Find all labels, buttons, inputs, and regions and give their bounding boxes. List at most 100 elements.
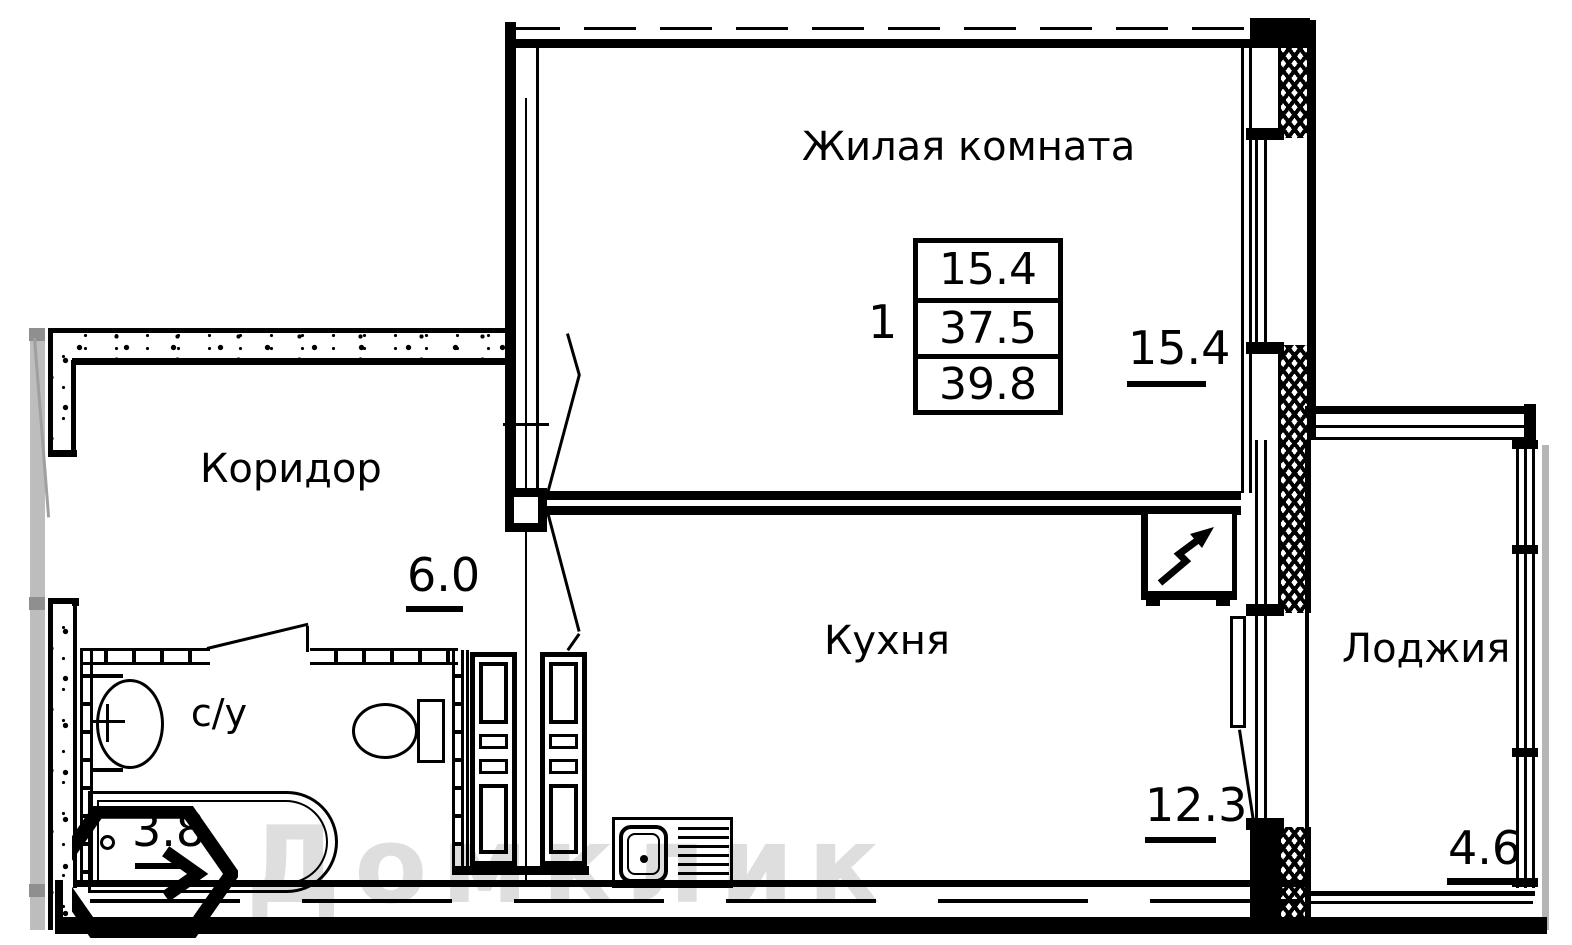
- kitchen-sink-inner: [627, 833, 660, 875]
- room-label-loggia: Лоджия: [1342, 626, 1511, 672]
- vent-shaft: [540, 652, 587, 866]
- stamp-table: 15.4 37.5 39.8: [913, 238, 1063, 415]
- kitchen-sink-icon: [619, 825, 668, 883]
- wall-insulation-dashes: [90, 899, 1300, 903]
- wall-segment: [1249, 45, 1252, 493]
- window-jamb: [1512, 878, 1538, 887]
- wall-segment: [1305, 440, 1309, 930]
- room-area-kitchen: 12.3: [1145, 778, 1248, 832]
- wall-segment: [452, 866, 589, 875]
- window-jamb: [1246, 604, 1284, 616]
- vent-shaft-cell: [549, 734, 578, 749]
- wall-segment: [1524, 404, 1536, 444]
- wall-segment: [48, 450, 77, 457]
- lightning-arrow-icon: [1157, 527, 1214, 586]
- wall-segment: [48, 598, 53, 930]
- window-jamb: [1512, 545, 1538, 554]
- room-area-loggia: 4.6: [1448, 821, 1522, 875]
- stippled-wall: [53, 333, 72, 445]
- window-line: [1264, 137, 1267, 345]
- toilet-tank-icon: [417, 699, 445, 763]
- door-leaf: [546, 374, 581, 493]
- kitchen-sink-drain: [640, 855, 648, 863]
- bathtub-inner: [97, 800, 328, 884]
- room-area-living: 15.4: [1128, 321, 1231, 375]
- vent-shaft-cell: [549, 784, 578, 854]
- vent-shaft-cell: [479, 662, 508, 724]
- vent-shaft-cell: [479, 734, 508, 749]
- window-line: [1255, 440, 1258, 615]
- hatched-column: [1278, 827, 1311, 930]
- tiled-wall: [452, 650, 464, 866]
- wall-segment: [540, 506, 1241, 515]
- door-leaf: [566, 333, 581, 376]
- wall-segment: [1307, 20, 1316, 440]
- hatched-column: [1278, 345, 1311, 613]
- room-label-living: Жилая комната: [802, 124, 1136, 170]
- room-label-corridor: Коридор: [200, 446, 382, 492]
- room-label-kitchen: Кухня: [824, 618, 950, 664]
- electrical-panel-icon: [1141, 511, 1237, 600]
- vent-shaft-cell: [479, 759, 508, 774]
- tiled-wall: [310, 648, 458, 665]
- adjacent-wall-shadow: [29, 597, 45, 610]
- wall-segment: [70, 358, 507, 365]
- wall-segment: [505, 22, 516, 497]
- vent-shaft-cell: [549, 759, 578, 774]
- window-line: [1255, 615, 1258, 827]
- wall-segment: [71, 360, 76, 450]
- window-jamb: [1512, 748, 1538, 757]
- wall-segment: [73, 606, 77, 888]
- area-underline: [1145, 837, 1216, 843]
- area-underline: [135, 863, 192, 869]
- wall-segment: [55, 917, 1547, 934]
- adjacent-wall-shadow: [29, 884, 45, 897]
- stippled-wall: [53, 604, 72, 926]
- room-label-bathroom: с/у: [190, 691, 248, 735]
- adjacent-wall-shadow: [29, 328, 45, 341]
- wall-shadow: [1542, 445, 1549, 930]
- window-line: [1532, 440, 1535, 888]
- window-line: [1524, 440, 1527, 888]
- sink-bracket: [93, 674, 123, 678]
- wall-segment: [1241, 45, 1244, 493]
- window-line: [1264, 440, 1267, 615]
- sink-icon: [96, 679, 164, 769]
- wall-axis-dashed: [508, 27, 1246, 30]
- room-area-corridor: 6.0: [407, 548, 481, 602]
- wall-segment: [466, 650, 469, 866]
- wall-axis-tick: [503, 423, 549, 426]
- drainboard-icon: [678, 827, 729, 884]
- vent-shaft: [470, 652, 517, 866]
- wall-segment: [1310, 437, 1533, 440]
- door-leaf: [566, 633, 581, 652]
- sink-bracket: [93, 768, 123, 772]
- unit-number: 1: [868, 295, 898, 349]
- panel-foot: [1216, 600, 1230, 606]
- wall-segment: [55, 880, 63, 934]
- window-line: [1516, 440, 1519, 888]
- wall-segment: [48, 598, 79, 606]
- vent-shaft-cell: [549, 662, 578, 724]
- room-area-bathroom: 3.8: [132, 803, 206, 857]
- window-jamb: [1512, 440, 1538, 449]
- toilet-icon: [352, 703, 418, 759]
- wall-segment: [1305, 891, 1535, 896]
- window-jamb: [1246, 342, 1284, 354]
- stamp-total-area: 39.8: [918, 354, 1058, 410]
- window-line: [1255, 137, 1258, 345]
- tiled-wall: [80, 648, 210, 665]
- door-leaf: [206, 622, 309, 650]
- wall-segment: [48, 328, 53, 457]
- area-underline: [406, 606, 463, 612]
- wall-segment: [1305, 406, 1536, 414]
- window-jamb: [1246, 128, 1284, 140]
- area-underline: [1127, 381, 1206, 387]
- wall-segment: [1310, 901, 1533, 904]
- door-leaf: [306, 626, 309, 652]
- wall-segment: [48, 328, 507, 333]
- stamp-room-area: 15.4: [939, 244, 1037, 295]
- stippled-wall: [53, 334, 505, 358]
- wall-segment: [1250, 827, 1278, 930]
